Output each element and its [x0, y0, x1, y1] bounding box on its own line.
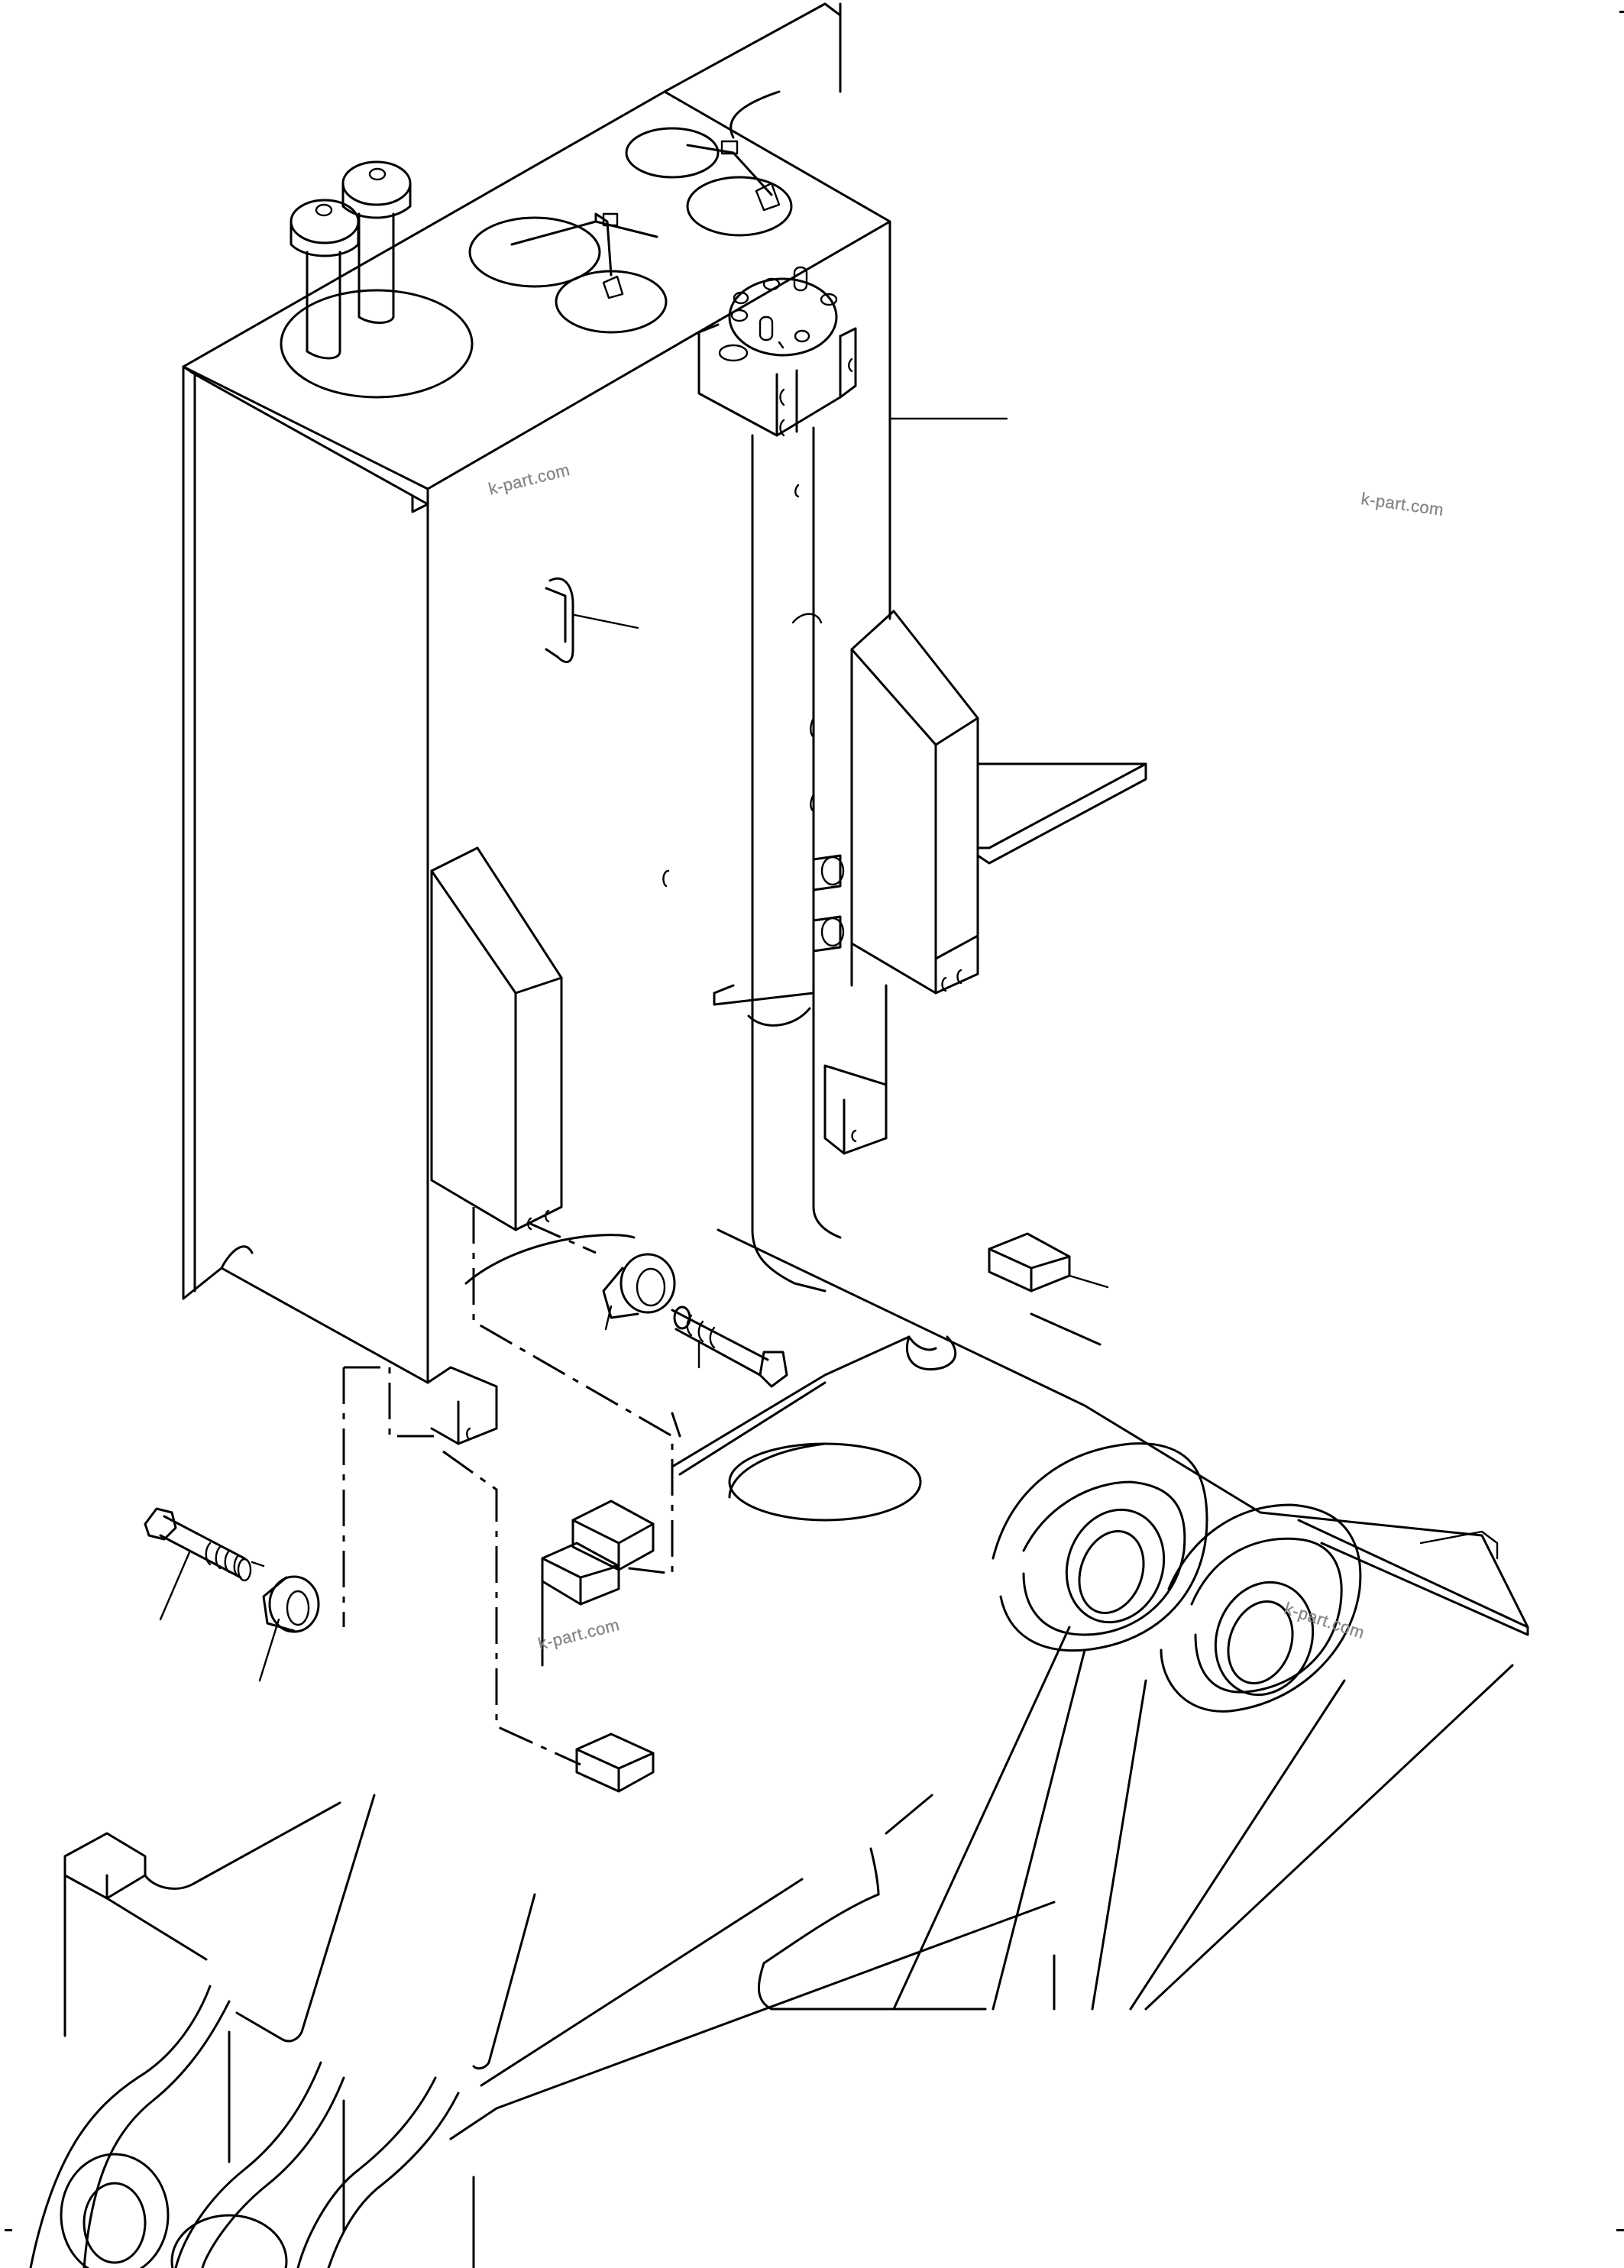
left-bolt — [144, 1507, 252, 1621]
right-spacer — [602, 1253, 676, 1331]
rubber-pads — [541, 1232, 1109, 1793]
crop-mark-bottom-left — [5, 2229, 12, 2231]
revolving-frame — [29, 1228, 1529, 2268]
left-mount-bracket — [426, 846, 563, 1445]
crop-mark-top-right — [1619, 11, 1624, 13]
hydraulic-tank — [182, 2, 891, 1384]
inspection-covers — [468, 127, 793, 334]
right-bolt — [671, 1305, 788, 1388]
return-pipe — [713, 426, 845, 1293]
left-spacer — [258, 1575, 320, 1682]
right-mount-bracket — [823, 610, 1147, 1155]
crop-mark-bottom-right — [1616, 2229, 1624, 2231]
valve-block — [697, 266, 857, 437]
breather-assembly — [280, 160, 474, 399]
boom-foot-bosses — [892, 1442, 1529, 2011]
alignment-centerlines — [251, 1207, 674, 1766]
